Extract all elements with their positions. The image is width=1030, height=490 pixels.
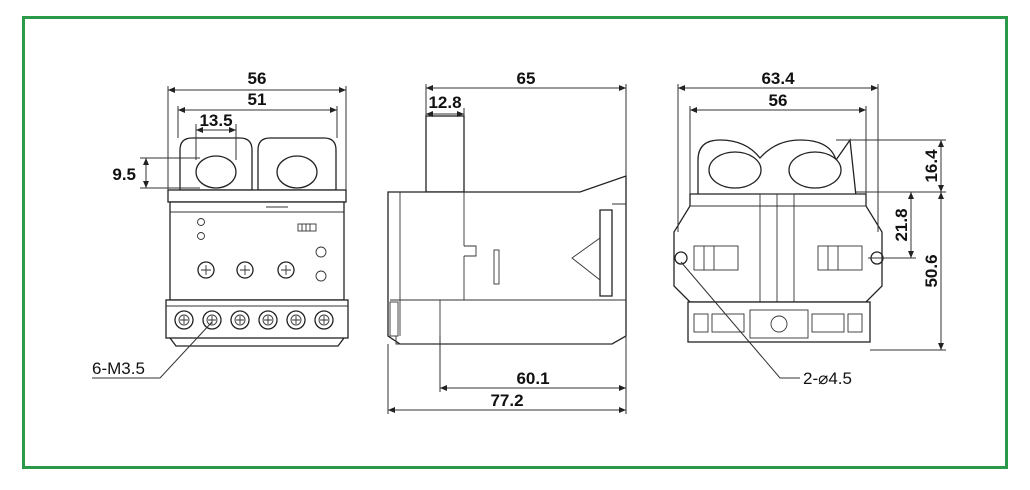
- adjust-knobs: [197, 261, 295, 279]
- front-width-total: 56: [248, 69, 267, 88]
- front-view: 56 51 13.5 9.5 6-M3.5: [92, 69, 349, 379]
- rear-height-total: 50.6: [922, 254, 941, 287]
- drawing-frame: [22, 16, 1008, 469]
- terminal-screws: [174, 310, 334, 330]
- front-ct-hole-left: [195, 155, 237, 189]
- front-ct-hole-right: [276, 155, 318, 189]
- front-width-inner: 51: [248, 90, 267, 109]
- side-base-depth: 60.1: [516, 369, 549, 388]
- rear-mount-hole-label: 2-⌀4.5: [803, 369, 852, 388]
- rear-ct-hole-left: [708, 151, 762, 189]
- side-view: 65 12.8 60.1 77.2: [387, 69, 627, 414]
- side-depth-total: 65: [517, 69, 536, 88]
- rear-height-mid: 21.8: [892, 208, 911, 241]
- rear-height-top: 16.4: [922, 149, 941, 183]
- front-screw-label: 6-M3.5: [92, 359, 145, 378]
- mount-hole-left: [674, 251, 688, 265]
- front-hole-height: 9.5: [112, 165, 136, 184]
- rear-width-inner: 56: [769, 91, 788, 110]
- rear-width-total: 63.4: [761, 69, 795, 88]
- front-hole-width: 13.5: [199, 111, 232, 130]
- side-tab-width: 12.8: [428, 93, 461, 112]
- rear-view: 63.4 56 16.4 21.8 50.6 2-⌀4.5: [673, 69, 946, 388]
- rear-ct-hole-right: [788, 151, 842, 189]
- side-overall-depth: 77.2: [490, 391, 523, 410]
